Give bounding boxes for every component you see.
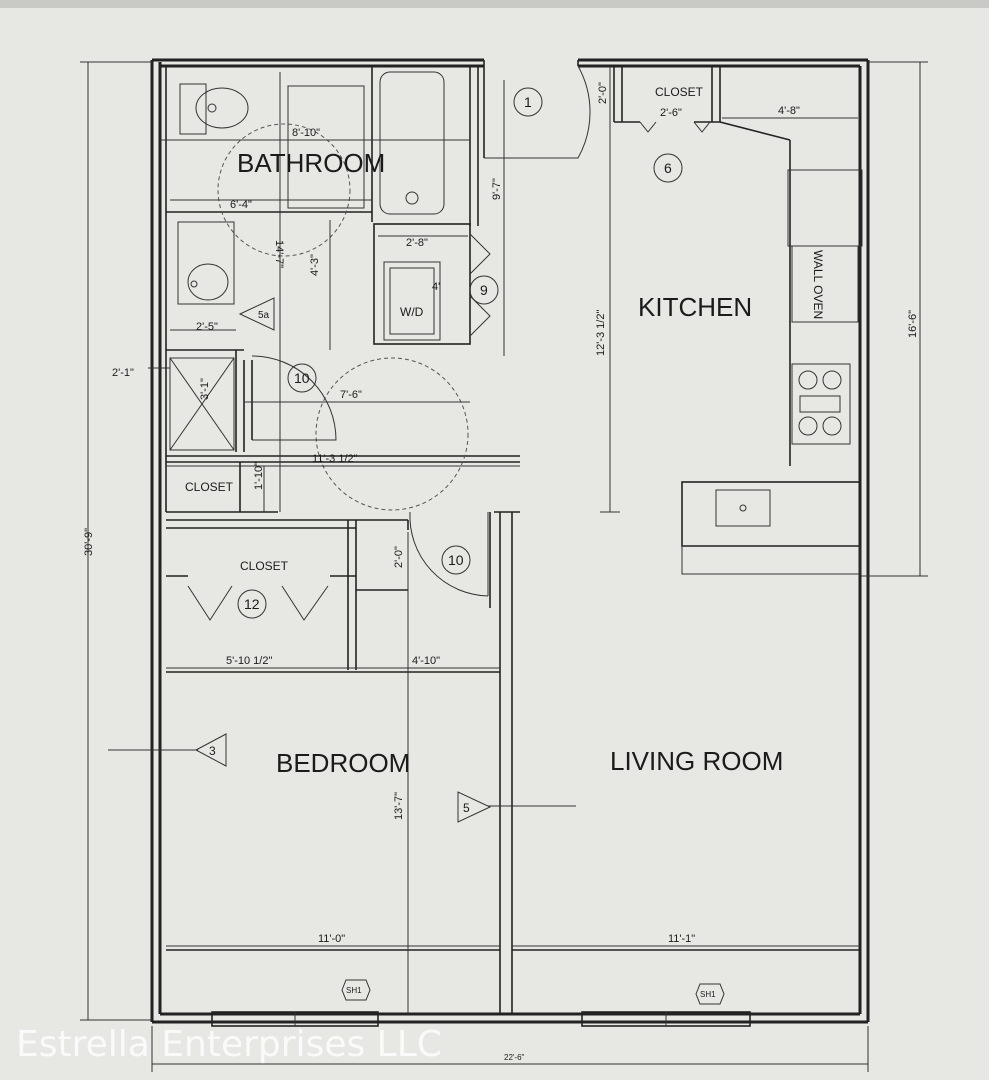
dim-12-3-half: 12'-3 1/2": [595, 310, 607, 356]
dim-3-1: 3'-1": [199, 378, 211, 400]
dim-4-3: 4'-3": [309, 254, 321, 276]
dim-9-7: 9'-7": [491, 178, 503, 200]
dim-7-6: 7'-6": [340, 389, 362, 401]
room-label-bathroom: BATHROOM: [237, 148, 385, 178]
room-label-kitchen: KITCHEN: [638, 292, 752, 322]
doors: [187, 65, 711, 621]
dim-11-1: 11'-1": [668, 933, 695, 945]
tag-3: 3: [209, 744, 216, 758]
tag-10-hall: 10: [294, 370, 310, 386]
dim-4-8: 4'-8": [778, 105, 800, 117]
tag-6: 6: [664, 160, 672, 176]
closet-label-bedroom: CLOSET: [240, 559, 289, 573]
interior-walls: [165, 60, 860, 1014]
dim-2-8: 2'-8": [406, 237, 428, 249]
dim-4-10: 4'-10": [412, 655, 440, 667]
tag-sh1-living: SH1: [700, 990, 716, 999]
dim-2-0-mid: 2'-0": [393, 546, 405, 568]
dim-2-5: 2'-5": [196, 321, 218, 333]
dim-13-7: 13'-7": [393, 792, 405, 820]
dim-1-10: 1'-10": [253, 462, 265, 490]
tag-9: 9: [480, 282, 488, 298]
dim-overall-width: 22'-6": [504, 1053, 525, 1062]
dim-11-3-half: 11'-3 1/2": [312, 453, 358, 465]
dim-6-4: 6'-4": [230, 199, 252, 211]
dimension-lines: [80, 61, 928, 1072]
fixtures: [169, 71, 863, 575]
dim-14-7: 14'-7": [273, 240, 285, 268]
room-label-living-room: LIVING ROOM: [610, 746, 783, 776]
tag-sh1-bedroom: SH1: [346, 986, 362, 995]
room-label-bedroom: BEDROOM: [276, 748, 410, 778]
exterior-walls: [150, 58, 870, 1027]
tag-5a: 5a: [258, 310, 270, 321]
watermark: Estrella Enterprises LLC: [16, 1024, 442, 1065]
dim-30-9: 30'-9": [83, 528, 95, 556]
dim-5-10-half: 5'-10 1/2": [226, 655, 272, 667]
dim-4: 4': [432, 281, 440, 293]
dim-2-0-top: 2'-0": [597, 82, 609, 104]
dim-2-1: 2'-1": [112, 367, 134, 379]
closet-label-hall: CLOSET: [185, 480, 234, 494]
dim-8-10: 8'-10": [292, 127, 320, 139]
tag-5: 5: [463, 801, 470, 815]
tag-10-bedroom: 10: [448, 552, 464, 568]
wall-oven-label: WALL OVEN: [811, 250, 825, 319]
dim-16-6: 16'-6": [907, 310, 919, 338]
dim-2-6: 2'-6": [660, 107, 682, 119]
dim-11-0: 11'-0": [318, 933, 345, 945]
closet-label-kitchen: CLOSET: [655, 85, 704, 99]
tag-12: 12: [244, 596, 260, 612]
tag-1: 1: [524, 94, 532, 110]
washer-dryer-label: W/D: [400, 305, 424, 319]
tag-markers: [194, 87, 725, 1005]
